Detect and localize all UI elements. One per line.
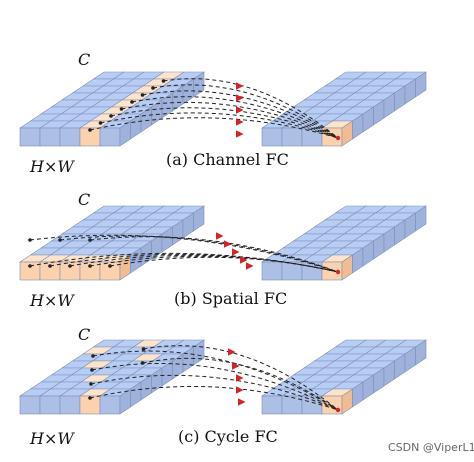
output-feature-block xyxy=(261,339,427,415)
cube-front xyxy=(19,395,41,415)
dashed-connection xyxy=(121,101,339,139)
cube-front xyxy=(39,395,61,415)
watermark: CSDN @ViperL1 xyxy=(388,441,474,454)
dashed-connection xyxy=(110,107,339,139)
source-point xyxy=(91,354,95,358)
input-feature-block xyxy=(19,339,205,415)
cube-front xyxy=(261,395,283,415)
channel-axis-label: C xyxy=(78,325,90,344)
source-point xyxy=(108,264,112,268)
dashed-connection xyxy=(91,362,339,411)
cube-side xyxy=(415,205,427,232)
source-point xyxy=(28,238,32,242)
dashed-connection xyxy=(69,254,339,273)
source-point xyxy=(141,347,146,351)
dashed-connection xyxy=(89,386,339,411)
spatial-axis-label: H×W xyxy=(29,157,75,176)
source-point xyxy=(140,93,145,97)
spatial-axis-label: H×W xyxy=(29,291,75,310)
cube-front xyxy=(301,261,323,281)
spatial-axis-label: H×W xyxy=(29,429,75,448)
target-point xyxy=(335,269,341,275)
dashed-connection xyxy=(131,96,339,139)
cube-front xyxy=(59,127,81,147)
source-point xyxy=(140,361,145,365)
channel-axis-label: C xyxy=(78,50,90,69)
source-point xyxy=(109,114,113,118)
dashed-connection xyxy=(49,253,339,273)
output-feature-block xyxy=(261,205,427,281)
connection-lines xyxy=(28,232,341,275)
cube-front xyxy=(59,395,81,415)
panel-channel-fc: C H×W (a) Channel FC xyxy=(19,50,427,176)
dashed-connection xyxy=(100,112,339,139)
cube-front xyxy=(19,127,41,147)
cube-front xyxy=(39,127,61,147)
dashed-connection xyxy=(92,350,339,411)
source-point xyxy=(58,238,62,242)
cube-front xyxy=(99,127,121,147)
dashed-connection xyxy=(152,84,339,139)
panel-cycle-fc: C H×W (c) Cycle FC xyxy=(19,325,427,448)
dashed-connection xyxy=(109,256,339,273)
cube-front xyxy=(99,395,121,415)
dashed-connection xyxy=(142,357,339,411)
target-point xyxy=(335,135,341,141)
source-point xyxy=(89,382,93,386)
source-point xyxy=(119,107,124,111)
cube-front xyxy=(281,127,303,147)
source-point xyxy=(98,121,103,125)
source-point xyxy=(151,86,155,90)
source-point xyxy=(68,264,72,268)
dashed-connection xyxy=(59,235,339,273)
input-feature-block xyxy=(19,71,205,147)
dashed-connection xyxy=(29,252,339,273)
dashed-connection xyxy=(143,345,339,411)
target-point xyxy=(335,407,341,413)
source-point xyxy=(88,128,92,132)
dashed-connection xyxy=(29,234,339,273)
source-point xyxy=(88,238,92,242)
source-point xyxy=(88,264,92,268)
source-point xyxy=(90,368,94,372)
cube-side xyxy=(415,71,427,98)
source-point xyxy=(28,264,32,268)
dashed-connection xyxy=(90,374,339,411)
cube-side xyxy=(193,205,205,232)
panel-spatial-fc: C H×W (b) Spatial FC xyxy=(19,190,427,310)
connection-lines xyxy=(88,345,341,413)
source-point xyxy=(48,264,52,268)
panel-caption: (a) Channel FC xyxy=(166,150,289,169)
source-point xyxy=(88,396,92,400)
dashed-connection xyxy=(89,117,339,139)
channel-axis-label: C xyxy=(78,190,90,209)
cube-front xyxy=(261,261,283,281)
panel-caption: (b) Spatial FC xyxy=(174,289,287,308)
cube-side xyxy=(415,339,427,366)
output-feature-block xyxy=(261,71,427,147)
dashed-connection xyxy=(89,236,339,273)
source-point xyxy=(130,100,134,104)
input-feature-block xyxy=(19,205,205,281)
panel-caption: (c) Cycle FC xyxy=(178,427,278,446)
dashed-connection xyxy=(163,78,339,139)
connection-lines xyxy=(88,78,341,141)
source-point xyxy=(161,79,166,83)
cube-front xyxy=(261,127,283,147)
